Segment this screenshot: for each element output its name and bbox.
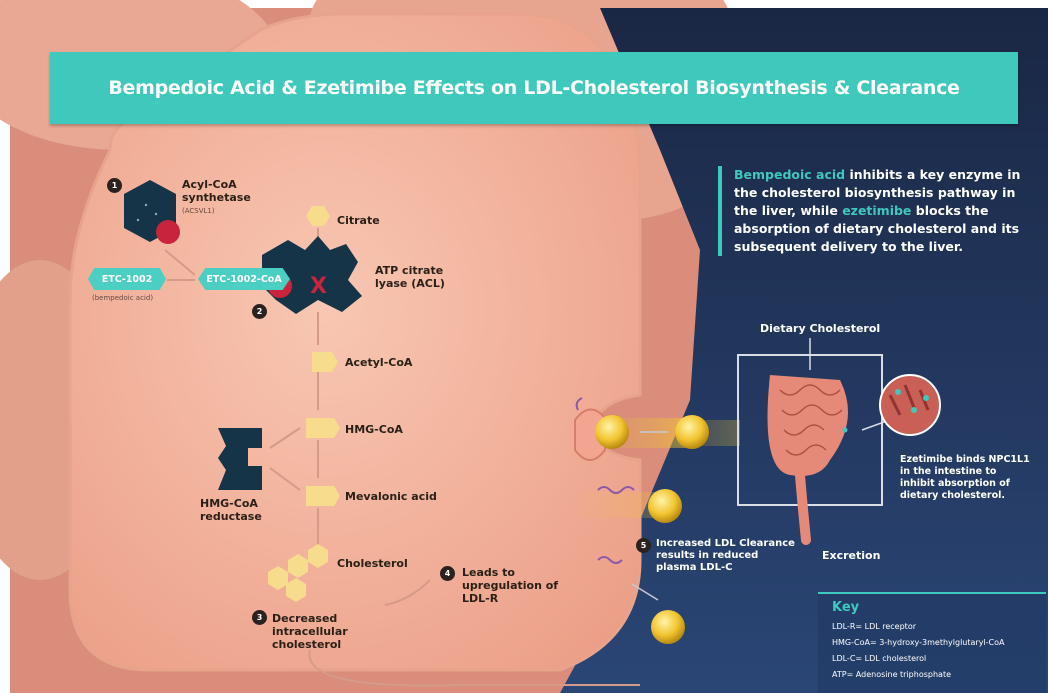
step-badge-1: 1 bbox=[107, 178, 122, 193]
ldl-particle bbox=[648, 489, 682, 523]
key-title: Key bbox=[832, 600, 859, 615]
etc1002-pill: ETC-1002 bbox=[88, 268, 166, 290]
enzyme-dot bbox=[137, 219, 139, 221]
inhibition-mark: X bbox=[310, 276, 327, 298]
summary-highlight-bempedoic: Bempedoic acid bbox=[734, 167, 845, 182]
villi-zoom bbox=[880, 375, 940, 435]
enzyme-dot bbox=[145, 204, 147, 206]
enzyme-dot bbox=[155, 213, 157, 215]
ezetimibe-molecule bbox=[895, 389, 901, 395]
label-citrate: Citrate bbox=[337, 214, 380, 227]
key-item: ATP= Adenosine triphosphate bbox=[832, 670, 951, 679]
label-mevalonic-acid: Mevalonic acid bbox=[345, 490, 437, 503]
step-badge-3: 3 bbox=[252, 610, 267, 625]
ezetimibe-molecule bbox=[923, 395, 929, 401]
ldl-particle bbox=[651, 610, 685, 644]
step-badge-4: 4 bbox=[440, 566, 455, 581]
step-badge-5: 5 bbox=[636, 538, 651, 553]
key-legend: Key LDL-R= LDL receptor HMG-CoA= 3-hydro… bbox=[818, 592, 1046, 693]
label-decreased-cholesterol: Decreased intracellular cholesterol bbox=[272, 612, 382, 651]
label-acyl-coa-synthetase: Acyl-CoA synthetase bbox=[182, 178, 262, 204]
key-item: LDL-R= LDL receptor bbox=[832, 622, 916, 631]
label-hmg-coa-reductase: HMG-CoA reductase bbox=[200, 497, 280, 523]
label-acetyl-coa: Acetyl-CoA bbox=[345, 356, 412, 369]
ldl-particle bbox=[595, 415, 629, 449]
ezetimibe-molecule bbox=[911, 407, 917, 413]
label-increased-clearance: Increased LDL Clearance results in reduc… bbox=[656, 538, 796, 574]
diagram-title: Bempedoic Acid & Ezetimibe Effects on LD… bbox=[108, 77, 959, 99]
step-badge-2: 2 bbox=[252, 304, 267, 319]
binding-site bbox=[156, 220, 180, 244]
hmg-coa-molecule bbox=[306, 418, 340, 438]
summary-text: Bempedoic acid inhibits a key enzyme in … bbox=[718, 166, 1034, 256]
label-atp-citrate-lyase: ATP citrate lyase (ACL) bbox=[375, 264, 445, 290]
ezetimibe-molecule bbox=[843, 428, 848, 433]
colon bbox=[800, 475, 806, 540]
key-item: HMG-CoA= 3-hydroxy-3methylglutaryl-CoA bbox=[832, 638, 1005, 647]
label-upregulation: Leads to upregulation of LDL-R bbox=[462, 566, 582, 605]
ldl-particle bbox=[675, 415, 709, 449]
label-ezetimibe-binds: Ezetimibe binds NPC1L1 in the intestine … bbox=[900, 454, 1030, 502]
label-excretion: Excretion bbox=[822, 549, 880, 562]
summary-highlight-ezetimibe: ezetimibe bbox=[842, 203, 911, 218]
mevalonic-acid-molecule bbox=[306, 486, 340, 506]
label-cholesterol: Cholesterol bbox=[337, 557, 408, 570]
label-acsvl1: (ACSVL1) bbox=[182, 207, 215, 216]
etc1002-coa-pill: ETC-1002-CoA bbox=[198, 268, 290, 290]
label-bempedoic-acid: (bempedoic acid) bbox=[92, 294, 153, 303]
label-hmg-coa: HMG-CoA bbox=[345, 423, 403, 436]
label-dietary-cholesterol: Dietary Cholesterol bbox=[760, 322, 880, 335]
title-banner: Bempedoic Acid & Ezetimibe Effects on LD… bbox=[50, 52, 1018, 124]
key-item: LDL-C= LDL cholesterol bbox=[832, 654, 926, 663]
